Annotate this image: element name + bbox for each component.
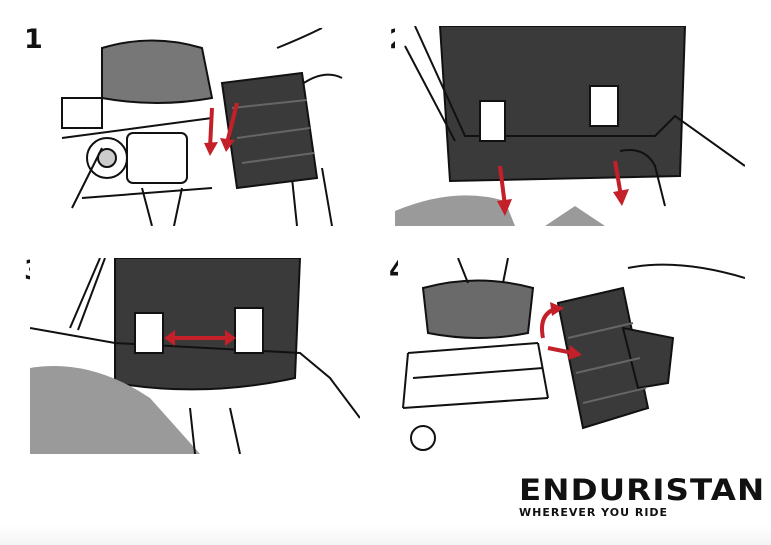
- step-1-number: 1: [24, 26, 43, 53]
- bottom-fade: [0, 525, 771, 545]
- brand-logo: ENDURISTAN: [519, 476, 765, 505]
- step-1-illustration: [42, 28, 357, 226]
- step-3-illustration: [30, 258, 360, 454]
- step-2-illustration: [395, 26, 745, 226]
- step-4-illustration: [398, 258, 745, 454]
- brand-tagline: WHEREVER YOU RIDE: [519, 506, 668, 519]
